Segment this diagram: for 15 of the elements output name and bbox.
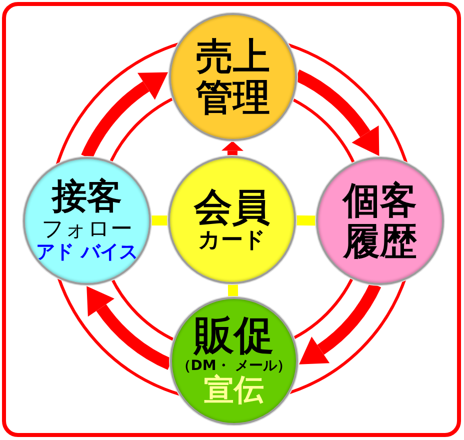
node-label: （DM・ メール）: [176, 358, 292, 374]
connector: [150, 215, 168, 226]
curved-arrow: [300, 282, 381, 366]
node-label: 個客履歴: [341, 180, 418, 262]
node-label: 売上管理: [195, 36, 271, 118]
connector: [296, 215, 316, 226]
node-label: 接客: [52, 178, 122, 218]
node-label: 宣伝: [204, 374, 264, 408]
connector: [228, 284, 238, 298]
node-label: カード: [198, 228, 266, 254]
node-label: アド バイス: [36, 242, 138, 264]
node-label: 会員: [194, 186, 270, 229]
arrow: [221, 141, 244, 156]
node-label: フォロー: [42, 218, 132, 242]
node-label: 販促: [194, 314, 274, 359]
